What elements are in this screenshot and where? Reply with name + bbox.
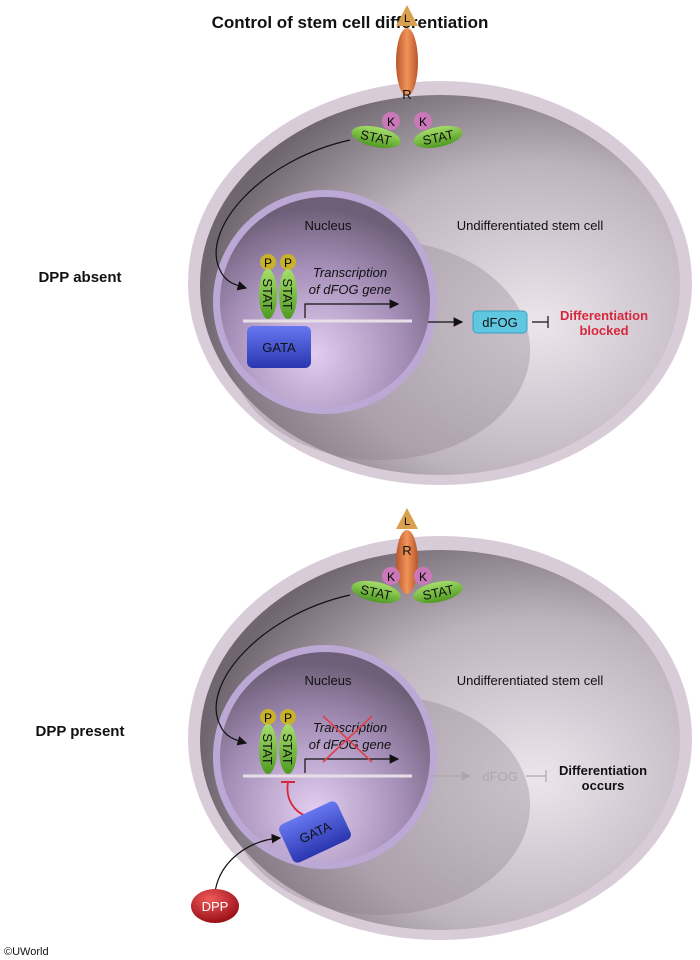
dpp [191,889,239,923]
stat-dimer [279,269,297,319]
stat-label: STAT [260,278,275,309]
blocked-x-icon [322,715,373,763]
transcription-label: Transcription [313,265,387,280]
outcome-label: Differentiation [559,763,647,778]
translocation-arrow [215,139,351,291]
nucleus-label: Nucleus [305,218,352,233]
phosphate-label: P [284,711,292,725]
activation-arrow [214,833,282,893]
transcription-label: of dFOG gene [309,282,391,297]
copyright: ©UWorld [4,946,49,958]
condition-label: DPP absent [38,269,121,286]
inhibition-bar-faded [526,770,547,782]
nucleus-label: Nucleus [305,673,352,688]
stat-left [351,580,401,604]
kinase-label: K [387,115,395,129]
stat-label: STAT [359,127,393,148]
receptor-label: R [402,87,411,102]
stat-dimer [259,724,277,774]
gata-label: GATA [262,340,296,355]
stat-label: STAT [260,733,275,764]
stat-right [413,580,463,604]
receptor [396,530,418,594]
stat-right [413,125,463,149]
figure-title: Control of stem cell differentiation [212,13,489,32]
kinase-left [382,112,400,130]
stat-label: STAT [280,278,295,309]
stat-label: STAT [280,733,295,764]
transcription-label: Transcription [313,720,387,735]
translocation-arrow [215,594,351,746]
inhibition-bar [532,316,549,328]
kinase-label: K [419,115,427,129]
cell-label: Undifferentiated stem cell [457,673,604,688]
panel-dpp-present: DPP present Nucleus Undifferentiated ste… [36,508,692,940]
transcription-label: of dFOG gene [309,737,391,752]
kinase-right [414,567,432,585]
kinase-label: K [419,570,427,584]
outcome-label: occurs [582,778,625,793]
ligand-label: L [404,13,410,25]
kinase-label: K [387,570,395,584]
phosphate [260,254,276,270]
stat-label: STAT [359,582,393,603]
phosphate [280,254,296,270]
outcome-label: Differentiation [560,308,648,323]
receptor [396,28,418,96]
phosphate-label: P [264,711,272,725]
receptor-label: R [402,543,411,558]
dfog-label: dFOG [482,315,517,330]
stat-dimer [259,269,277,319]
gata [247,326,311,368]
stat-left [351,125,401,149]
dfog-protein [472,310,528,334]
condition-label: DPP present [36,723,125,740]
transcription-arrow [304,754,400,773]
ligand [396,508,418,529]
gata [279,801,351,863]
ligand-label: L [404,516,410,528]
phosphate [260,709,276,725]
kinase-right [414,112,432,130]
nucleus [220,652,430,862]
stat-label: STAT [421,582,455,603]
transcription-arrow [304,299,400,318]
outcome-label: blocked [579,323,628,338]
kinase-left [382,567,400,585]
stat-dimer [279,724,297,774]
panel-dpp-absent: DPP absent Nucleus Undifferentiated stem… [38,5,692,485]
phosphate-label: P [284,256,292,270]
phosphate [280,709,296,725]
phosphate-label: P [264,256,272,270]
ligand [396,5,418,26]
stat-label: STAT [421,127,455,148]
dfog-label-faded: dFOG [482,769,517,784]
cell-label: Undifferentiated stem cell [457,218,604,233]
dpp-label: DPP [202,899,229,914]
